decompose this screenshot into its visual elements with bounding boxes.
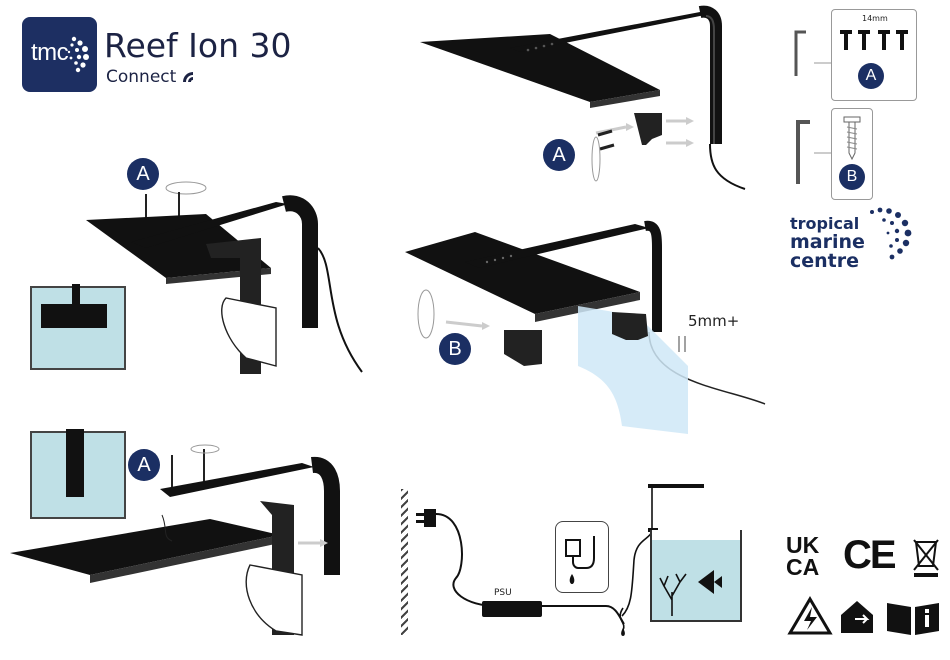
- screw-b-assembly: [404, 284, 554, 354]
- aquarium-tank: [650, 530, 742, 622]
- manufacturer-logo: tropical marine centre: [790, 214, 865, 271]
- fixture-rimless-mount-illustration: [10, 445, 390, 645]
- step-badge-b: B: [439, 333, 471, 365]
- socket-warning-card: [555, 521, 609, 593]
- thickness-arrows: [675, 334, 695, 354]
- read-manual-icon: [885, 599, 941, 639]
- step-badge-a-left: A: [127, 158, 159, 190]
- weee-bin-icon: [910, 534, 942, 580]
- connector-line-b: [814, 143, 834, 163]
- kit-b-badge: B: [839, 164, 865, 190]
- bracket-a-assembly: [586, 105, 706, 195]
- logo-dots-icon: [22, 17, 97, 92]
- screw-size-label: 14mm: [862, 14, 888, 23]
- ce-mark: CE: [843, 535, 895, 575]
- screw-icon: [832, 113, 872, 163]
- psu-label: PSU: [494, 588, 512, 598]
- wifi-icon: [182, 71, 194, 83]
- product-subtitle: Connect: [106, 67, 194, 87]
- parts-box-a: 14mm A: [831, 9, 917, 101]
- parts-box-b: B: [831, 108, 873, 200]
- aquarium-fish-coral-icon: [652, 530, 740, 620]
- hex-key-icon: [792, 30, 812, 80]
- product-title: Reef Ion 30: [104, 26, 291, 65]
- glass-panel: [578, 306, 688, 436]
- kit-a-badge: A: [858, 63, 884, 89]
- electric-shock-warning-icon: [788, 597, 832, 637]
- psu-box: [482, 601, 542, 617]
- glass-thickness-label: 5mm+: [688, 312, 739, 330]
- tmc-logo: tmc: [22, 17, 97, 92]
- wall: [401, 489, 408, 635]
- manufacturer-dots-icon: [860, 206, 920, 266]
- socket-icon: [556, 522, 608, 592]
- indoor-use-icon: [837, 597, 881, 637]
- tank-side-view-inset: [30, 286, 126, 370]
- ukca-mark: UK CA: [786, 534, 819, 578]
- hex-key-large-icon: [792, 118, 816, 188]
- connector-line: [814, 51, 834, 75]
- step-badge-a-top: A: [543, 139, 575, 171]
- screw-set-icon: [832, 26, 916, 66]
